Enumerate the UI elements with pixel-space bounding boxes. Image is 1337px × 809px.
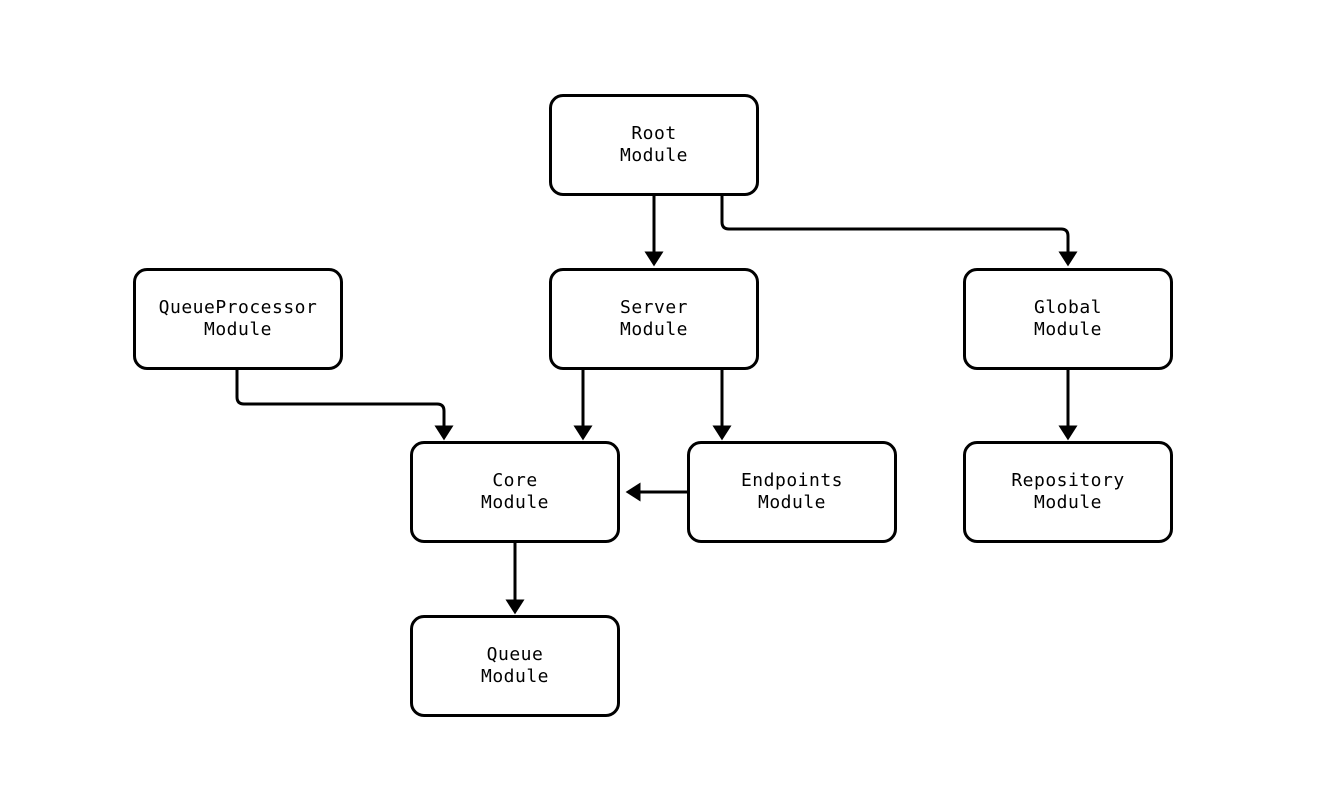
node-label-line2: Module — [480, 666, 550, 687]
node-root-module[interactable]: Root Module — [549, 94, 759, 196]
node-label-line1: Core — [492, 470, 538, 491]
node-label-line1: QueueProcessor — [158, 297, 318, 318]
edge-queueprocessor-to-core: QueueProcessor Module to Core Module — [235, 370, 454, 441]
node-repository-module[interactable]: Repository Module — [963, 441, 1173, 543]
node-label-line1: Root — [631, 123, 677, 144]
node-label-line2: Module — [1033, 319, 1103, 340]
node-label-line2: Module — [757, 492, 827, 513]
node-label-line2: Module — [619, 319, 689, 340]
node-core-module[interactable]: Core Module — [410, 441, 620, 543]
node-label-line1: Queue — [486, 644, 544, 665]
node-label-line2: Module — [203, 319, 273, 340]
node-queueprocessor-module[interactable]: QueueProcessor Module — [133, 268, 343, 370]
node-queue-module[interactable]: Queue Module — [410, 615, 620, 717]
node-label-line1: Repository — [1011, 470, 1125, 491]
node-label-line1: Server — [619, 297, 689, 318]
node-label-line2: Module — [619, 145, 689, 166]
edge-root-to-global: Root Module to Global Module — [720, 196, 1078, 267]
node-server-module[interactable]: Server Module — [549, 268, 759, 370]
node-label-line1: Global — [1033, 297, 1103, 318]
node-label-line2: Module — [480, 492, 550, 513]
node-global-module[interactable]: Global Module — [963, 268, 1173, 370]
node-label-line1: Endpoints — [740, 470, 844, 491]
node-endpoints-module[interactable]: Endpoints Module — [687, 441, 897, 543]
node-label-line2: Module — [1033, 492, 1103, 513]
